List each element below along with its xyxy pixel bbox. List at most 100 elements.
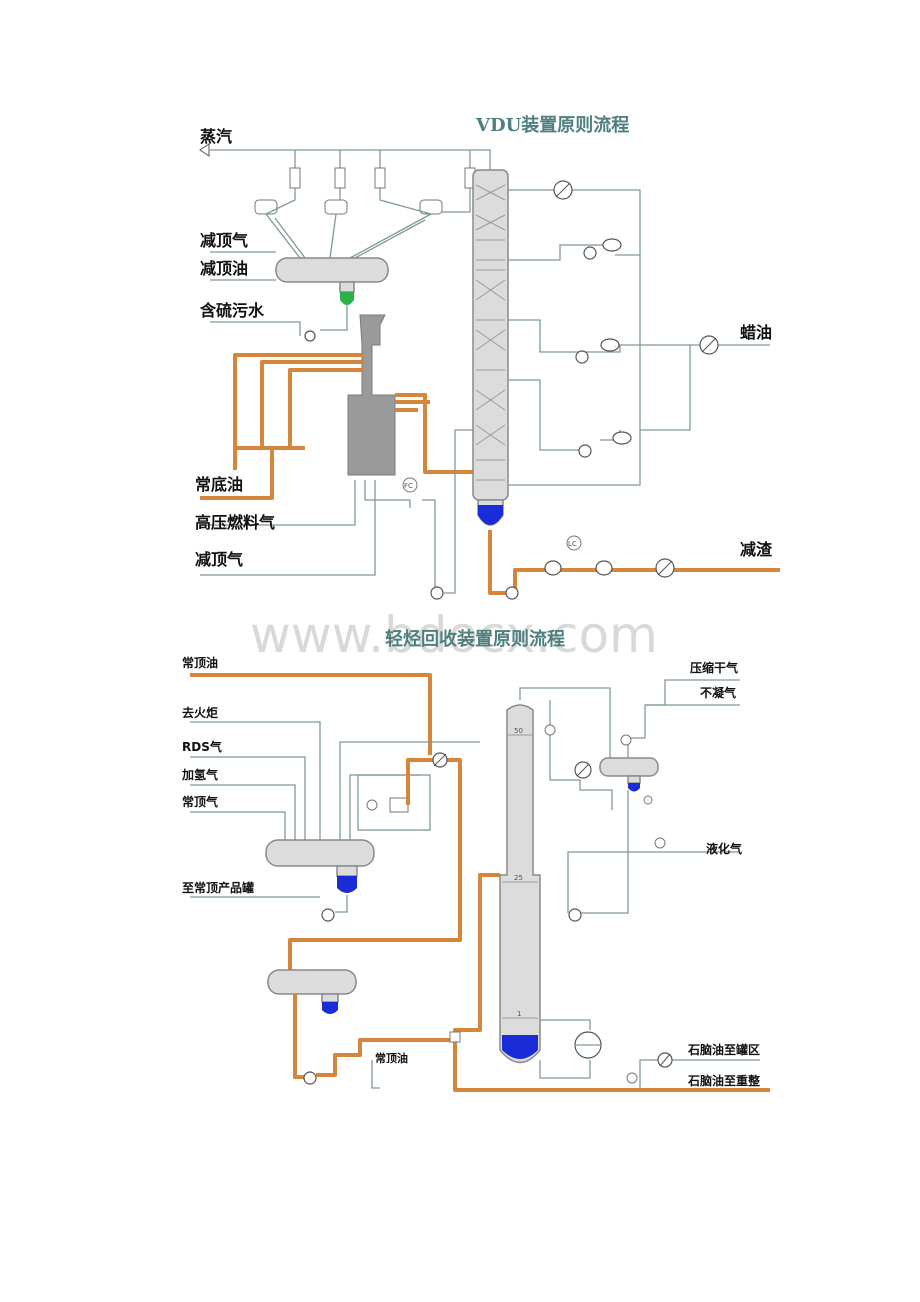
steam-label: 蒸汽: [200, 127, 232, 146]
pressure-controller-icon: [620, 734, 632, 746]
residue-exchanger-icon: [544, 560, 562, 576]
heat-exchanger-icon: [602, 238, 622, 252]
tray-top-number: 50: [514, 727, 523, 735]
ejectors: [254, 167, 476, 215]
wax-oil-pipe: [508, 344, 770, 486]
reflux-drum-boot: [627, 775, 641, 784]
atm-overhead-oil-out-label: 常顶油: [375, 1051, 408, 1065]
flow-meter-icon: [654, 837, 666, 849]
lpg-label: 液化气: [706, 841, 742, 856]
fuel-gas-pipe: [200, 480, 436, 590]
naphtha-reformer-label: 石脑油至重整: [687, 1073, 760, 1088]
atm-residue-pipe: [200, 448, 274, 500]
atm-overhead-gas-pipe: [190, 811, 286, 840]
cooler-icon-mark: [433, 753, 447, 767]
naphtha-tank-label: 石脑油至罐区: [687, 1042, 760, 1057]
atm-overhead-oil-in-label: 常顶油: [182, 655, 218, 670]
reflux-drum-liquid: [628, 783, 640, 792]
atm-residue-label: 常底油: [195, 475, 243, 494]
heat-exchanger-icon: [600, 338, 620, 352]
steam-branch-pipes: [294, 150, 471, 168]
separator-boot: [321, 993, 339, 1003]
tray-bottom-number: 1: [517, 1010, 521, 1018]
separator-outlet-pipe: [293, 994, 310, 1079]
stabilizer-column: [499, 704, 541, 1064]
column-bottom-liquid: [478, 505, 503, 525]
sour-water-pump-icon: [304, 330, 316, 342]
vacuum-column: [472, 169, 509, 501]
pumparound-return-pipes: [508, 244, 691, 451]
vac-residue-label: 减渣: [740, 540, 773, 559]
to-tank-label: 至常顶产品罐: [182, 880, 254, 895]
naphtha-tank-pipe: [639, 1059, 760, 1090]
compressor-box: [357, 774, 431, 831]
to-tank-pipe: [190, 895, 348, 913]
naphtha-flow-meter-icon: [626, 1072, 638, 1084]
lpg-pump-icon: [568, 908, 582, 922]
stabilizer-overhead-pipe: [519, 687, 611, 758]
vac-residue-pipe: [488, 530, 780, 595]
column-feed-pipe: [316, 873, 500, 1077]
atm-overhead-gas-label: 常顶气: [182, 794, 218, 809]
lpg-product-pipe: [567, 790, 740, 914]
pump-icon: [578, 444, 592, 458]
lpg-title: 轻烃回收装置原则流程: [385, 628, 565, 650]
drum-boot: [339, 281, 355, 293]
hydro-gas-pipe: [190, 784, 296, 840]
noncondensable-gas-label: 不凝气: [700, 685, 736, 700]
air-cooler-icon-mark: [555, 182, 571, 198]
compressor-icon: [389, 797, 409, 813]
drum-boot-liquid: [340, 292, 354, 305]
vdu-diagram: VDU装置原则流程 蒸汽 减顶气 减顶油 含硫污水: [195, 114, 780, 600]
condensate-pipes: [265, 213, 432, 259]
flash-drum: [265, 839, 375, 867]
cooler-icon-mark: [701, 337, 717, 353]
vdu-title: VDU装置原则流程: [475, 114, 629, 136]
ejector-icon: [334, 167, 346, 189]
separator-drum: [267, 969, 357, 995]
flash-drum-boot: [336, 865, 358, 877]
atm-overhead-oil-out-pipe: [371, 1060, 380, 1089]
to-flare-label: 去火炬: [182, 705, 218, 720]
quench-pipe: [443, 429, 473, 594]
furnace-inlet-coils: [233, 353, 364, 470]
pressure-gauge-icon: [544, 724, 556, 736]
quench-pump-icon: [430, 586, 444, 600]
naphtha-reformer-pipe: [453, 1040, 640, 1092]
ejector-icon: [374, 167, 386, 189]
lc-label: LC: [568, 540, 577, 548]
separator-liquid: [322, 1002, 338, 1014]
vacuum-furnace: [347, 314, 396, 476]
lpg-diagram: 轻烃回收装置原则流程 常顶油 去火炬 RDS气 加氢气 常顶气 至常顶产品罐: [181, 628, 770, 1092]
flash-drum-liquid: [337, 876, 357, 893]
vac-overhead-oil-label: 减顶油: [200, 259, 248, 278]
atm-overhead-oil-in-pipe: [190, 673, 432, 755]
ejector-pipes: [265, 188, 471, 215]
tank-pump-icon: [321, 908, 335, 922]
cooler-icon-mark: [576, 763, 590, 777]
cooler-icon-mark: [657, 560, 673, 576]
flare-pipe: [190, 721, 321, 840]
transfer-line: [395, 393, 480, 474]
sour-water-pipe: [210, 305, 348, 336]
rds-gas-pipe: [190, 756, 306, 840]
vac-overhead-gas-in-pipe: [200, 480, 376, 576]
condenser-icon: [324, 199, 348, 215]
pumparound-pipes: [508, 189, 641, 440]
compressed-dry-gas-label: 压缩干气: [690, 660, 738, 675]
tray-middle-number: 25: [514, 874, 523, 882]
steam-header-pipe: [210, 149, 491, 175]
reboiler-pipes: [539, 1019, 591, 1079]
column-packing: [475, 184, 506, 481]
sour-water-label: 含硫污水: [200, 301, 265, 320]
pump-icon: [583, 246, 597, 260]
vac-overhead-gas-in-label: 减顶气: [195, 550, 243, 569]
overhead-drum: [275, 257, 389, 283]
heat-exchanger-icon: [612, 431, 632, 445]
hp-fuel-gas-label: 高压燃料气: [195, 513, 275, 532]
rds-gas-label: RDS气: [182, 739, 222, 754]
wax-oil-label: 蜡油: [740, 323, 772, 342]
stabilizer-bottom-liquid: [502, 1035, 538, 1059]
fc-label: FC: [404, 482, 413, 490]
